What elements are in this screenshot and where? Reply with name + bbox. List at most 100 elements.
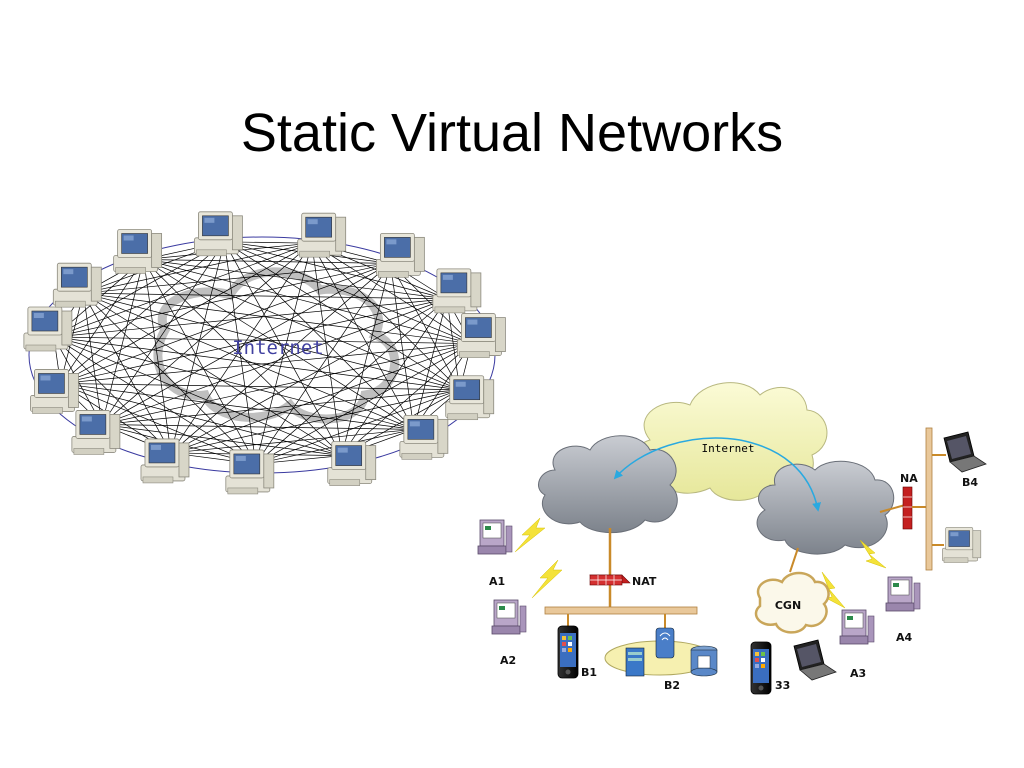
a3-label: A3 (850, 667, 866, 680)
mesh-link (101, 241, 225, 425)
mesh-link (83, 263, 391, 294)
slide-title: Static Virtual Networks (240, 103, 784, 163)
computer-icon (456, 313, 506, 359)
mesh-link (143, 259, 257, 465)
mesh-link (311, 242, 460, 390)
mesh-link (83, 292, 447, 300)
mesh-link (60, 241, 225, 384)
mesh-link (83, 292, 257, 465)
mesh-link (446, 298, 461, 390)
b2-label: B2 (664, 679, 680, 692)
mesh-link (143, 259, 472, 344)
computer-icon (327, 441, 377, 487)
mesh-link (82, 293, 103, 425)
mesh-link (60, 383, 342, 456)
mesh-link (83, 292, 342, 456)
laptop-icon (793, 639, 837, 681)
mesh-links (53, 241, 472, 465)
mesh-link (53, 336, 172, 454)
mesh-link (413, 298, 448, 430)
nat-network-diagram: Internet NAT (477, 382, 987, 695)
mesh-link (82, 293, 172, 454)
computer-icon (297, 212, 347, 258)
isp-cloud-left (537, 435, 678, 534)
mesh-link (170, 429, 414, 454)
lan-bus-right (925, 427, 933, 571)
mesh-link (224, 241, 447, 300)
mesh-link (60, 242, 312, 384)
tunnel-arrow-left (613, 437, 741, 480)
computer-icon (225, 449, 275, 495)
mesh-link (101, 424, 414, 430)
b4-laptop-icon (943, 431, 987, 473)
internet-cloud-left (153, 267, 400, 424)
mesh-link (60, 263, 391, 384)
mesh-link (170, 389, 460, 454)
mesh-link (101, 343, 472, 425)
access-point-icon (655, 627, 675, 659)
a2-label: A2 (500, 654, 516, 667)
cgn-cloud (754, 571, 830, 634)
b1-phone-icon (557, 625, 579, 679)
computer-icon (375, 232, 425, 278)
mesh-link (83, 292, 414, 430)
mesh-link (255, 298, 448, 465)
mesh-link (143, 259, 447, 300)
mesh-link (143, 259, 391, 264)
mesh-link (53, 263, 391, 338)
computer-icon (52, 262, 102, 308)
mesh-link (60, 259, 144, 384)
tunnel-arrow-right (739, 439, 821, 512)
nat-firewall-icon (589, 574, 631, 586)
mesh-link (255, 389, 460, 465)
mesh-link (224, 241, 415, 430)
mesh-link (341, 263, 391, 456)
mesh-link (101, 389, 460, 425)
b1-label: B1 (581, 666, 597, 679)
na-label: NA (900, 472, 918, 485)
mesh-link (341, 298, 448, 456)
mesh-link (53, 242, 312, 338)
computer-icon (445, 375, 495, 421)
b3-phone-icon (750, 641, 772, 695)
mesh-link (255, 263, 391, 465)
mesh-link (143, 259, 415, 430)
mesh-link (101, 259, 144, 425)
lan-bus (544, 606, 698, 615)
mesh-link (390, 263, 461, 390)
mesh-link (83, 242, 312, 294)
mesh-link (311, 242, 472, 344)
nat-label: NAT (632, 575, 657, 588)
mesh-link (53, 298, 447, 338)
isp-cloud-right (756, 460, 895, 555)
mesh-link (60, 383, 256, 465)
internet-label-right: Internet (702, 442, 755, 455)
a1-label: A1 (489, 575, 505, 588)
mesh-link (311, 243, 415, 430)
mesh-link (341, 343, 472, 456)
mesh-link (170, 343, 472, 454)
mesh-link (53, 241, 225, 338)
mesh-link (311, 243, 343, 456)
mesh-link (224, 241, 472, 344)
storage-icon (690, 645, 718, 677)
computer-icon (23, 306, 73, 352)
mesh-link (53, 336, 414, 430)
computer-icon (113, 228, 163, 274)
b3-label: 33 (775, 679, 790, 692)
mesh-link (143, 259, 342, 456)
mesh-link (101, 242, 312, 425)
server-icon (625, 647, 645, 677)
cgn-label: CGN (775, 599, 801, 612)
full-mesh-network: Internet (23, 211, 506, 495)
mesh-link (170, 298, 448, 454)
b4-label: B4 (962, 476, 978, 489)
a2-computer-icon (491, 599, 527, 635)
a3-computer-icon (839, 609, 875, 645)
mesh-link (255, 343, 472, 465)
mesh-link (60, 383, 414, 430)
mesh-link (170, 241, 225, 454)
computer-icon (399, 414, 449, 460)
a4-computer-icon (885, 576, 921, 612)
computer-icon-right (942, 527, 982, 563)
